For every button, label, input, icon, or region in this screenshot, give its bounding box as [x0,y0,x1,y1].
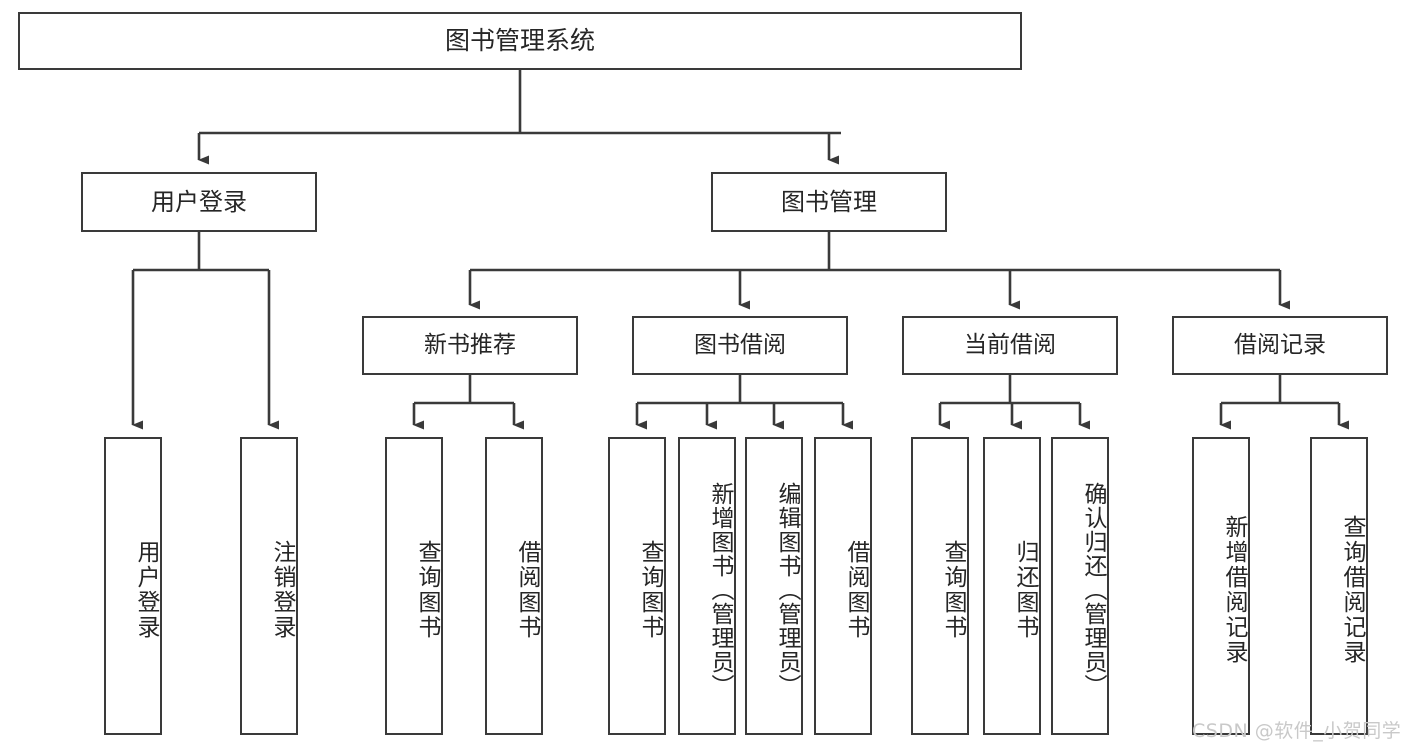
node-leaf-add-record[interactable]: 新增借阅记录 [1192,437,1250,735]
node-label: 注销登录 [269,540,295,640]
node-label: 归还图书 [1012,540,1038,640]
node-label: 查询图书 [414,540,440,640]
node-label: 借阅图书 [514,540,540,640]
node-label: 确认归还（管理员） [1080,482,1106,698]
node-leaf-query-record[interactable]: 查询借阅记录 [1310,437,1368,735]
node-label: 查询图书 [637,540,663,640]
node-leaf-add-book[interactable]: 新增图书（管理员） [678,437,736,735]
node-current-borrow[interactable]: 当前借阅 [902,316,1118,375]
node-label: 新增图书（管理员） [707,482,733,698]
node-new-book-rec[interactable]: 新书推荐 [362,316,578,375]
node-label: 编辑图书（管理员） [774,482,800,698]
node-label: 图书管理系统 [444,26,595,55]
node-label: 用户登录 [151,187,247,216]
node-user-login[interactable]: 用户登录 [81,172,317,232]
csdn-watermark: CSDN @软件_小贺同学 [1192,720,1402,742]
node-leaf-confirm-return[interactable]: 确认归还（管理员） [1051,437,1109,735]
node-label: 查询图书 [940,540,966,640]
node-label: 借阅图书 [843,540,869,640]
node-leaf-query-book-3[interactable]: 查询图书 [911,437,969,735]
node-borrow-record[interactable]: 借阅记录 [1172,316,1388,375]
node-leaf-edit-book[interactable]: 编辑图书（管理员） [745,437,803,735]
node-label: 图书借阅 [694,331,786,358]
node-label: 用户登录 [133,540,159,640]
node-leaf-borrow-book-2[interactable]: 借阅图书 [814,437,872,735]
node-leaf-query-book-2[interactable]: 查询图书 [608,437,666,735]
node-book-manage[interactable]: 图书管理 [711,172,947,232]
node-root[interactable]: 图书管理系统 [18,12,1022,70]
node-leaf-user-login[interactable]: 用户登录 [104,437,162,735]
node-leaf-query-book-1[interactable]: 查询图书 [385,437,443,735]
node-leaf-borrow-book-1[interactable]: 借阅图书 [485,437,543,735]
node-label: 当前借阅 [964,331,1056,358]
node-book-borrow[interactable]: 图书借阅 [632,316,848,375]
node-label: 借阅记录 [1234,331,1326,358]
node-leaf-logout[interactable]: 注销登录 [240,437,298,735]
node-label: 新书推荐 [424,331,516,358]
node-label: 新增借阅记录 [1221,515,1247,665]
node-leaf-return-book[interactable]: 归还图书 [983,437,1041,735]
node-label: 查询借阅记录 [1339,515,1365,665]
node-label: 图书管理 [781,187,877,216]
